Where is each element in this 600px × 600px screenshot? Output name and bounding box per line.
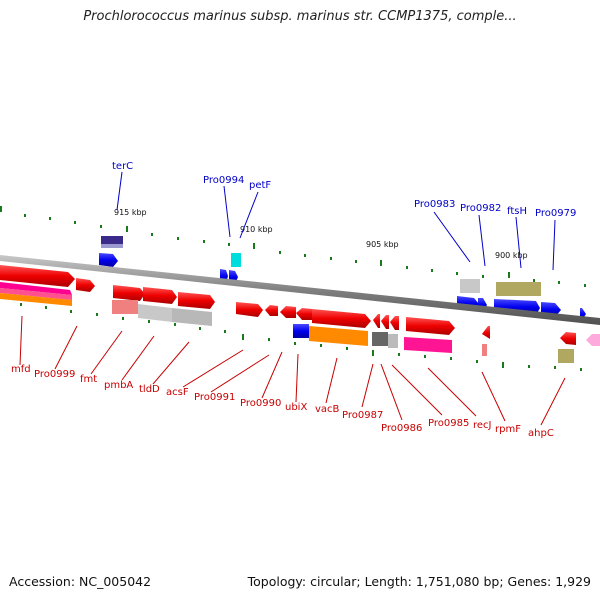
tick-row-outer bbox=[0, 206, 586, 287]
label-Pro0982: Pro0982 bbox=[460, 203, 501, 214]
feature-fmt[interactable] bbox=[113, 285, 145, 301]
feature-Pro0985[interactable] bbox=[406, 317, 455, 335]
scale-label-905: 905 kbp bbox=[366, 240, 399, 249]
leader-lines-bottom bbox=[19, 315, 566, 426]
label-pmbA: pmbA bbox=[104, 380, 133, 391]
label-mfd: mfd bbox=[11, 364, 31, 375]
summary-text: Topology: circular; Length: 1,751,080 bp… bbox=[247, 574, 591, 589]
feature-tldD[interactable] bbox=[178, 292, 215, 309]
tick-marks bbox=[0, 206, 586, 371]
scale-label-915: 915 kbp bbox=[114, 208, 147, 217]
label-ahpC: ahpC bbox=[528, 428, 554, 439]
label-ftsH: ftsH bbox=[507, 206, 527, 217]
feature-petF[interactable] bbox=[231, 253, 241, 267]
scale-label-910: 910 kbp bbox=[240, 225, 273, 234]
scale-label-900: 900 kbp bbox=[495, 251, 528, 260]
feature-blue-arrow[interactable] bbox=[99, 253, 118, 267]
feature-recJ[interactable] bbox=[482, 326, 490, 339]
feature-Pro0986[interactable] bbox=[381, 315, 389, 329]
label-Pro0986: Pro0986 bbox=[381, 423, 422, 434]
cds-track bbox=[0, 265, 600, 363]
feature-Pro0990[interactable] bbox=[280, 306, 296, 318]
feature-Pro0999[interactable] bbox=[76, 278, 95, 292]
feature-Pro0983[interactable] bbox=[460, 279, 480, 293]
label-terC: terC bbox=[112, 161, 133, 172]
feature-Pro0991[interactable] bbox=[265, 305, 278, 316]
feature-rpmF[interactable] bbox=[482, 344, 487, 356]
feature-pmbA[interactable] bbox=[143, 287, 177, 304]
label-Pro0987: Pro0987 bbox=[342, 410, 383, 421]
label-Pro0994: Pro0994 bbox=[203, 175, 244, 186]
label-Pro0990: Pro0990 bbox=[240, 398, 281, 409]
label-tldD: tldD bbox=[139, 384, 160, 395]
feature-vacB[interactable] bbox=[312, 309, 371, 328]
label-acsF: acsF bbox=[166, 387, 189, 398]
label-fmt: fmt bbox=[80, 374, 97, 385]
feature-acsF[interactable] bbox=[236, 302, 263, 317]
feature-ahpC[interactable] bbox=[560, 332, 576, 345]
feature-mfd[interactable] bbox=[0, 265, 75, 287]
leader-lines-top bbox=[116, 171, 556, 271]
label-ubiX: ubiX bbox=[285, 402, 307, 413]
label-Pro0983: Pro0983 bbox=[414, 199, 455, 210]
labels-top: terC Pro0994 petF Pro0983 Pro0982 ftsH P… bbox=[112, 161, 576, 219]
labels-bottom: mfd Pro0999 fmt pmbA tldD acsF Pro0991 P… bbox=[11, 364, 554, 439]
tick-row-inner bbox=[20, 303, 582, 371]
accession-text: Accession: NC_005042 bbox=[9, 574, 152, 589]
feature-Pro0987[interactable] bbox=[373, 314, 380, 328]
label-Pro0991: Pro0991 bbox=[194, 392, 235, 403]
feature-ubiX[interactable] bbox=[296, 308, 312, 320]
feature-ftsH-hit[interactable] bbox=[496, 282, 541, 296]
label-recJ: recJ bbox=[473, 420, 492, 431]
label-rpmF: rpmF bbox=[495, 424, 521, 435]
label-vacB: vacB bbox=[315, 404, 340, 415]
label-petF: petF bbox=[249, 180, 271, 191]
map-title: Prochlorococcus marinus subsp. marinus s… bbox=[83, 9, 517, 24]
backbone bbox=[0, 255, 600, 325]
label-Pro0985: Pro0985 bbox=[428, 418, 469, 429]
label-Pro0979: Pro0979 bbox=[535, 208, 576, 219]
label-Pro0999: Pro0999 bbox=[34, 369, 75, 380]
